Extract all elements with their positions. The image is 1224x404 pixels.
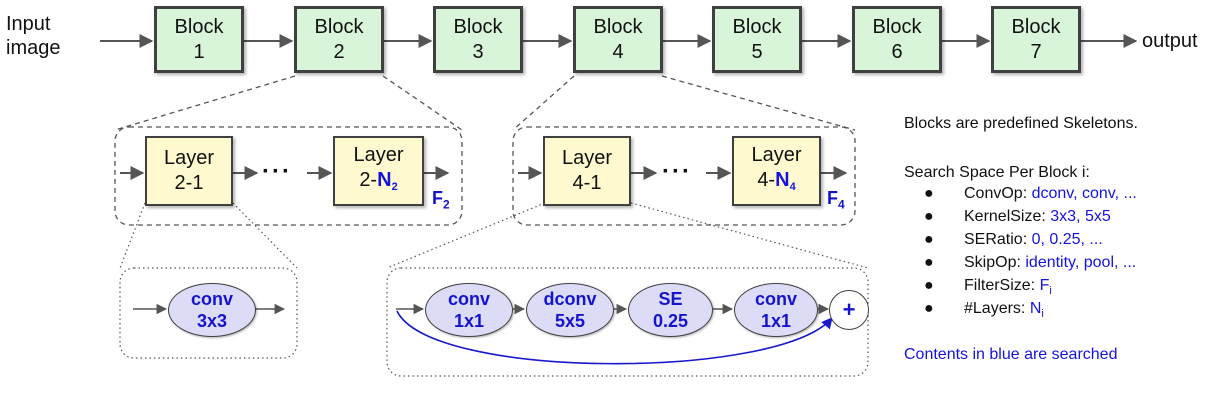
output-label: output bbox=[1142, 30, 1198, 52]
legend-item-seratio: ●SERatio: 0, 0.25, ... bbox=[924, 231, 1103, 248]
input-image-label: Input image bbox=[6, 13, 61, 59]
add-icon: + bbox=[829, 290, 869, 330]
block4-layers-container bbox=[512, 126, 856, 226]
legend-item-skipop: ●SkipOp: identity, pool, ... bbox=[924, 254, 1137, 271]
layer-4-n4: Layer 4-N4 bbox=[732, 136, 821, 206]
layer2-1-detail-panel bbox=[119, 267, 298, 359]
layer-2-n2: Layer 2-N2 bbox=[333, 136, 424, 206]
zoom-lines bbox=[114, 75, 856, 131]
skip-connection-arrow bbox=[396, 310, 833, 365]
filter-size-f4: F4 bbox=[827, 188, 845, 212]
group2-ellipsis: ··· bbox=[262, 158, 292, 185]
legend-footer: Contents in blue are searched bbox=[904, 346, 1118, 363]
legend-item-layers: ●#Layers: Ni bbox=[924, 300, 1044, 320]
legend-item-convop: ●ConvOp: dconv, conv, ... bbox=[924, 185, 1137, 202]
legend-note: Blocks are predefined Skeletons. bbox=[904, 115, 1138, 132]
detail-zoom-lines bbox=[119, 202, 869, 269]
filter-size-f2: F2 bbox=[432, 188, 450, 212]
legend-search-title: Search Space Per Block i: bbox=[904, 164, 1090, 181]
layer4-1-detail-panel bbox=[386, 267, 869, 377]
legend-item-filtersize: ●FilterSize: Fi bbox=[924, 277, 1052, 297]
legend-item-kernelsize: ●KernelSize: 3x3, 5x5 bbox=[924, 208, 1111, 225]
group4-ellipsis: ··· bbox=[662, 158, 692, 185]
